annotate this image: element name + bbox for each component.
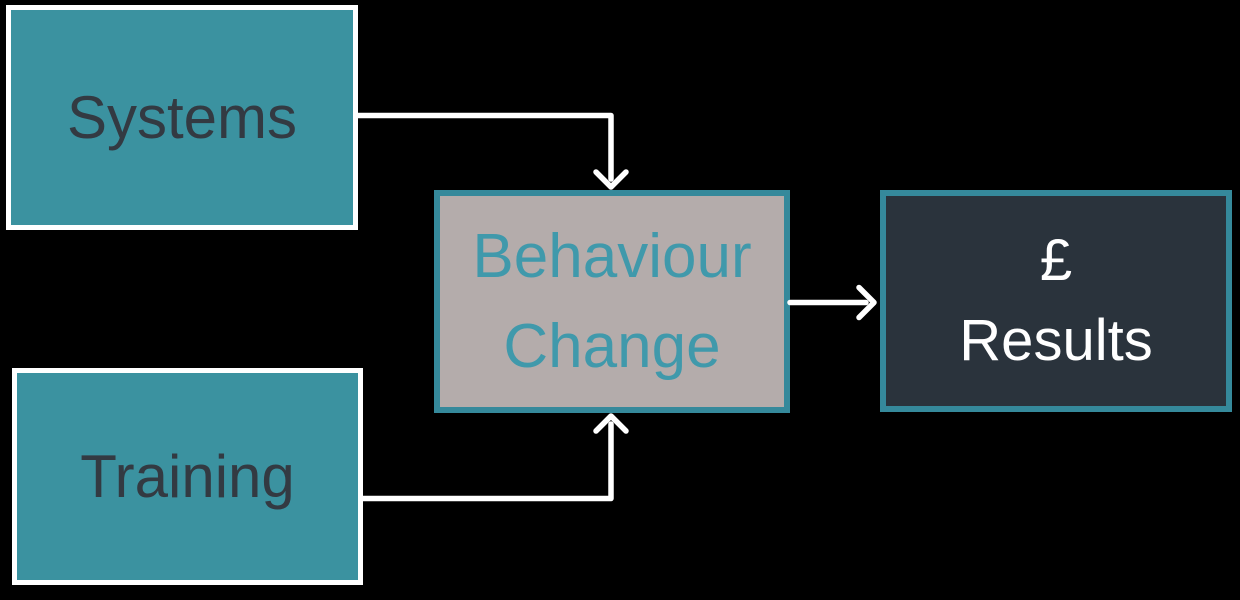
node-results: £ Results bbox=[880, 190, 1232, 412]
node-behaviour-change: Behaviour Change bbox=[434, 190, 790, 413]
node-systems: Systems bbox=[6, 5, 358, 230]
node-training: Training bbox=[12, 368, 363, 585]
node-systems-label: Systems bbox=[66, 84, 298, 151]
node-behaviour-change-label-line1: Behaviour bbox=[472, 221, 752, 291]
node-behaviour-change-label-line2: Change bbox=[503, 311, 721, 381]
node-results-label-line2: Results bbox=[959, 308, 1153, 373]
node-training-label: Training bbox=[80, 443, 295, 510]
arrowhead-right-icon bbox=[856, 284, 877, 321]
connector-behaviour-change-to-results bbox=[787, 284, 877, 321]
node-results-label-line1: £ bbox=[1039, 228, 1073, 293]
connector-systems-to-behaviour-change bbox=[355, 112, 629, 190]
connector-training-to-behaviour-change bbox=[360, 413, 629, 502]
arrowhead-up-icon bbox=[593, 413, 629, 434]
arrowhead-down-icon bbox=[593, 169, 629, 190]
